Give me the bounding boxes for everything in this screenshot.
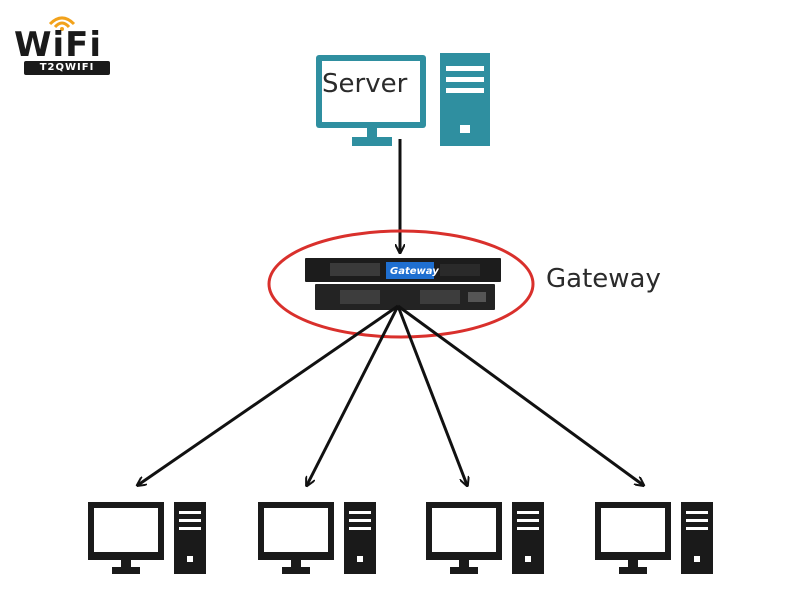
gateway-label: Gateway [546, 264, 661, 294]
arrow-to-client-3 [396, 305, 467, 485]
gateway-device-icon [305, 258, 501, 310]
client-computers [88, 502, 713, 574]
client-computer-3-icon [426, 502, 544, 574]
arrow-to-client-4 [397, 304, 643, 485]
client-arrows [138, 304, 643, 485]
server-icon [316, 53, 490, 146]
wifi-signal-icon [48, 16, 76, 31]
logo: WiFi T2QWIFI [10, 8, 110, 75]
gateway-highlight [267, 229, 535, 339]
logo-badge: T2QWIFI [24, 61, 110, 75]
arrow-to-client-1 [138, 304, 399, 485]
client-computer-2-icon [258, 502, 376, 574]
arrow-to-client-2 [307, 305, 400, 485]
gateway-device-label: Gateway [390, 266, 439, 277]
logo-text: WiFi [14, 25, 103, 65]
server-label: Server [322, 69, 408, 99]
client-computer-4-icon [595, 502, 713, 574]
client-computer-1-icon [88, 502, 206, 574]
